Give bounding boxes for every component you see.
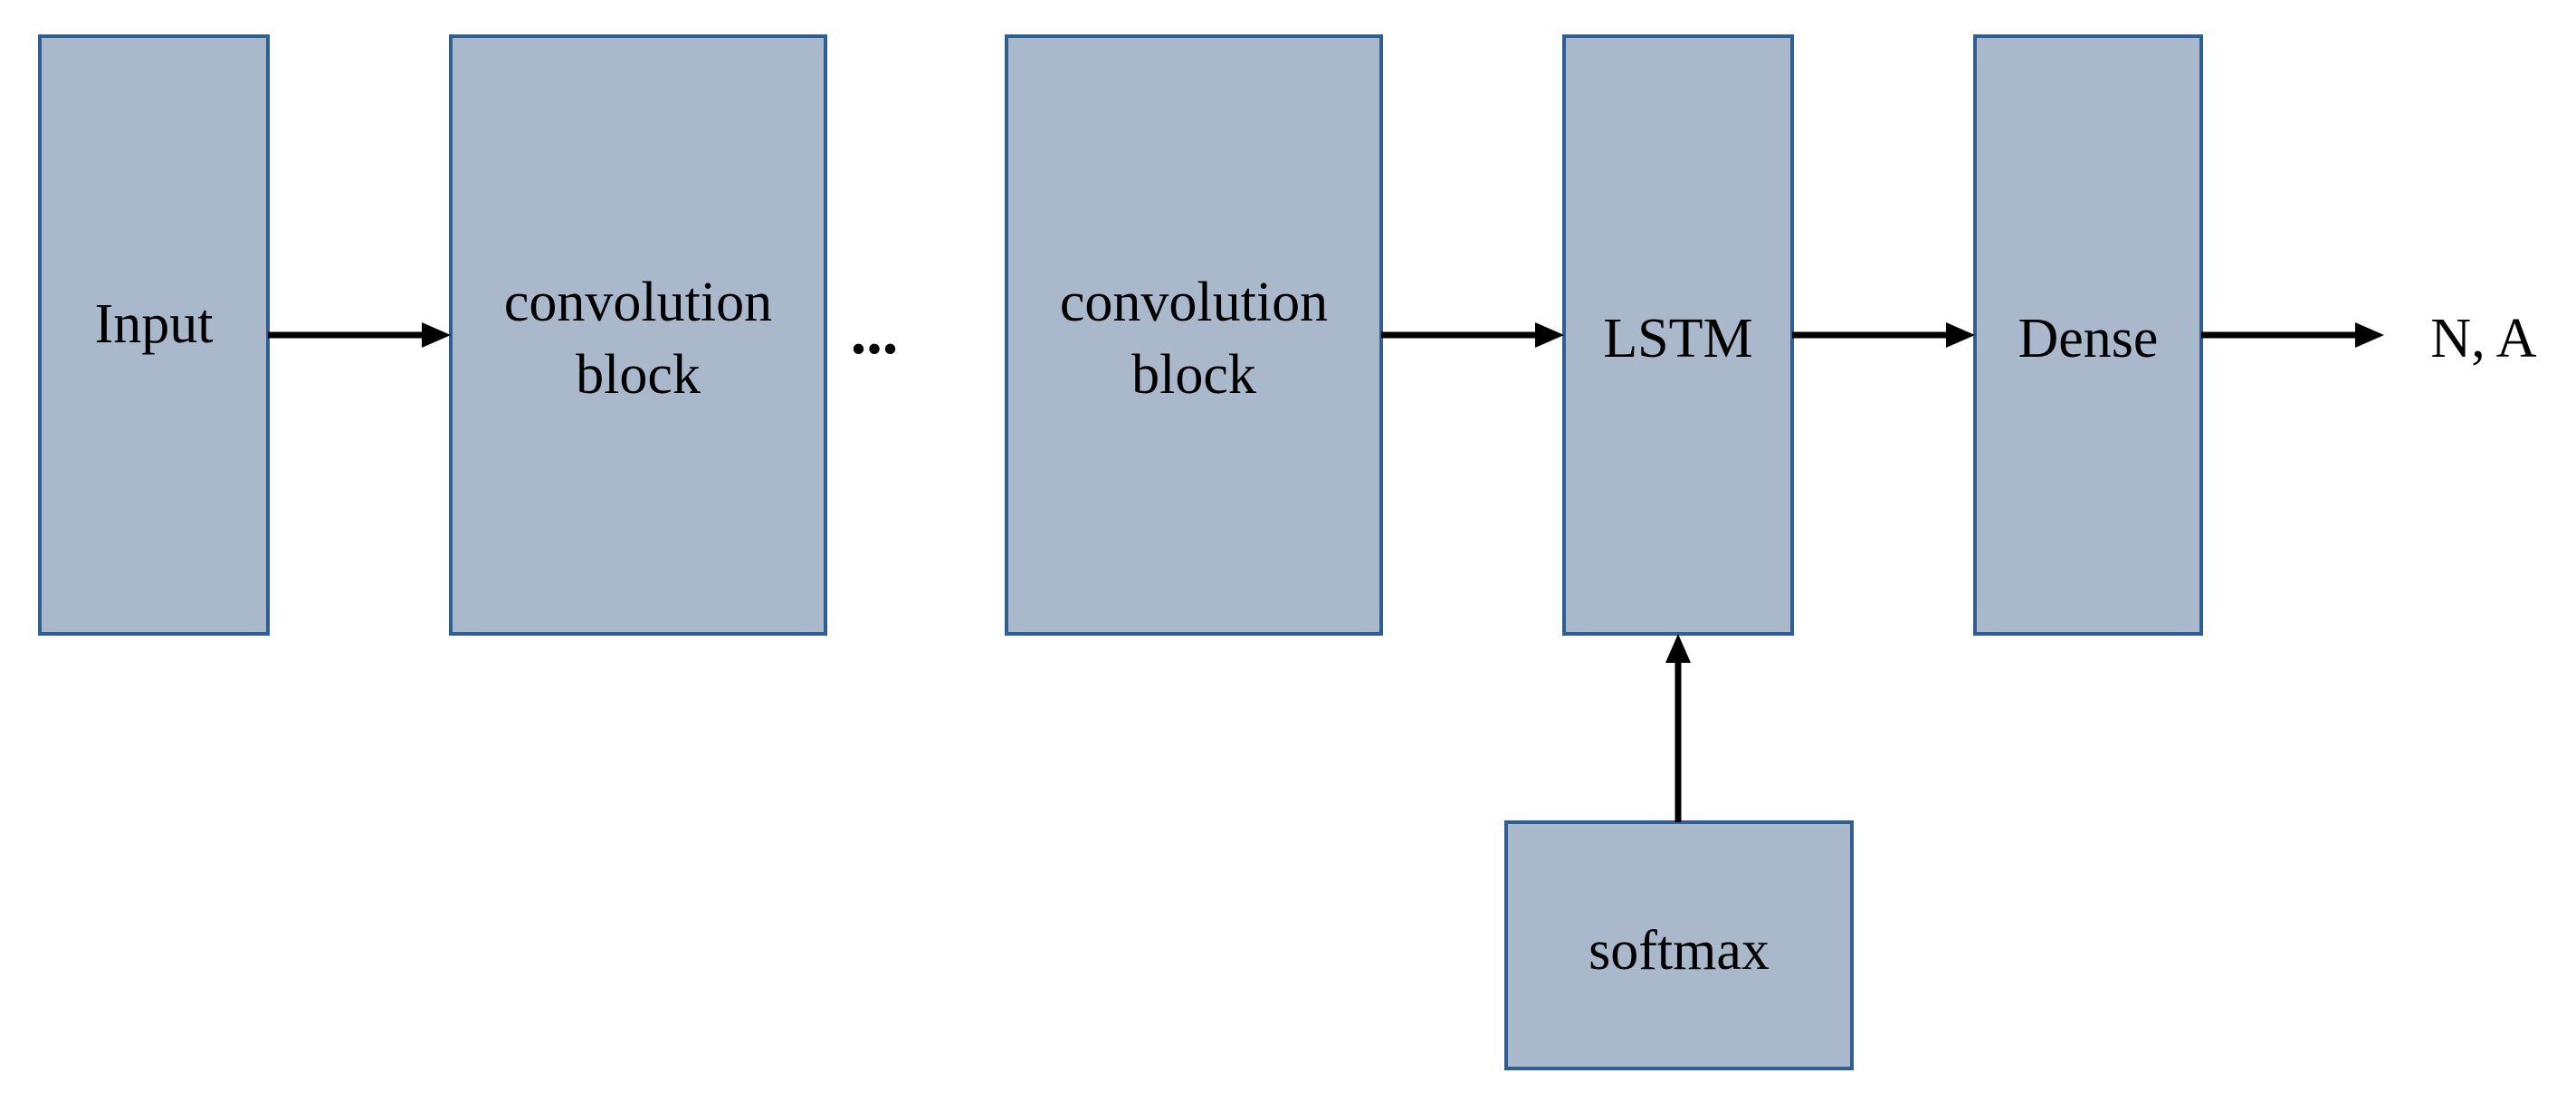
convolution-block-1: convolution block <box>449 34 827 636</box>
convolution-block-1-label-line-1: convolution <box>504 272 772 333</box>
ellipsis: ... <box>851 298 899 368</box>
lstm-block: LSTM <box>1562 34 1794 636</box>
lstm-block-label: LSTM <box>1603 308 1752 369</box>
arrow-softmax-to-lstm <box>1665 634 1691 822</box>
dense-block: Dense <box>1973 34 2203 636</box>
arrow-conv2-to-lstm <box>1381 322 1564 348</box>
softmax-block-label: softmax <box>1589 920 1770 982</box>
arrow-dense-to-output <box>2201 322 2384 348</box>
dense-block-label: Dense <box>2018 308 2159 369</box>
convolution-block-2-label-line-2: block <box>1131 344 1256 406</box>
arrow-lstm-to-dense <box>1792 322 1975 348</box>
input-block-label: Input <box>95 293 214 355</box>
convolution-block-1-label-line-2: block <box>576 344 701 406</box>
arrow-input-to-conv1 <box>268 322 451 348</box>
convolution-block-2-label-line-1: convolution <box>1060 272 1328 333</box>
convolution-block-2: convolution block <box>1005 34 1383 636</box>
input-block: Input <box>38 34 270 636</box>
softmax-block: softmax <box>1504 820 1854 1070</box>
output-label: N, A <box>2430 308 2536 369</box>
